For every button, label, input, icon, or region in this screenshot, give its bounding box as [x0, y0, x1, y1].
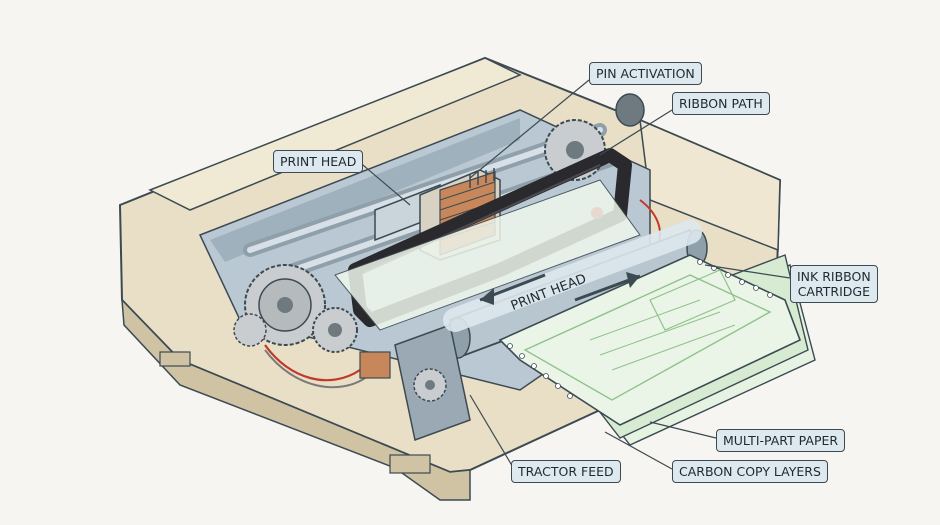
callout-ribbon-path: RIBBON PATH [672, 92, 770, 115]
print-head-travel-bar [443, 220, 702, 332]
tractor-feed-unit [394, 323, 471, 442]
callout-carbon-copy-layers: CARBON COPY LAYERS [672, 460, 828, 483]
multi-part-paper-label: MULTI-PART PAPER [723, 433, 839, 448]
drive-gears [233, 119, 606, 353]
ribbon-path-label: RIBBON PATH [679, 96, 763, 111]
callout-pin-activation: PIN ACTIVATION [589, 62, 702, 85]
callout-tractor-feed: TRACTOR FEED [511, 460, 621, 483]
print-head-label: PRINT HEAD [280, 154, 357, 169]
ink-ribbon-label-line2: CARTRIDGE [797, 284, 870, 299]
pin-activation-label: PIN ACTIVATION [596, 66, 695, 81]
tractor-feed-label: TRACTOR FEED [518, 464, 614, 479]
callout-leaders [356, 79, 791, 470]
wiring [264, 199, 661, 389]
multi-part-paper-stack [334, 179, 816, 446]
callout-multi-part-paper: MULTI-PART PAPER [716, 429, 846, 452]
callout-ink-ribbon-cartridge: INK RIBBON CARTRIDGE [790, 265, 878, 303]
carbon-copy-layers-label: CARBON COPY LAYERS [679, 464, 821, 479]
ink-ribbon-label-line1: INK RIBBON [797, 269, 871, 284]
callout-print-head: PRINT HEAD [273, 150, 364, 173]
